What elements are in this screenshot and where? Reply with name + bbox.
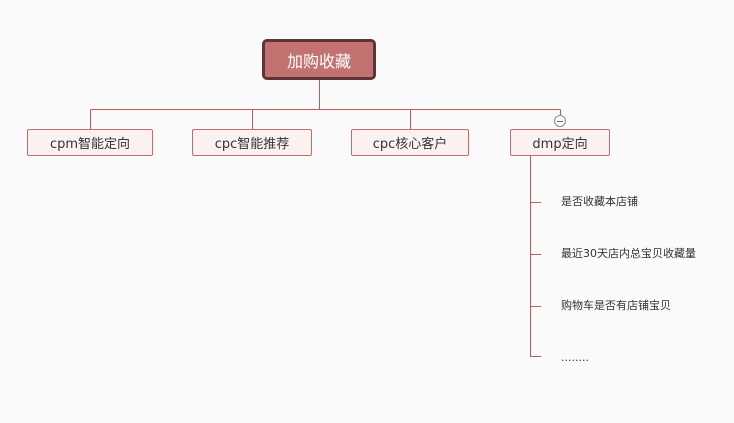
topic-cpm-smart-targeting[interactable]: cpm智能定向 [27, 129, 153, 156]
topic-label: cpc智能推荐 [214, 137, 290, 152]
topic-label: dmp定向 [532, 137, 588, 152]
topic-dmp-targeting[interactable]: dmp定向 [510, 129, 610, 156]
subtopic-item[interactable]: 购物车是否有店铺宝贝 [561, 299, 671, 312]
topic-cpc-core-customers[interactable]: cpc核心客户 [351, 129, 469, 156]
collapse-toggle-icon[interactable] [554, 115, 566, 127]
topic-cpc-smart-recommend[interactable]: cpc智能推荐 [192, 129, 312, 156]
root-topic[interactable]: 加购收藏 [262, 39, 376, 80]
topic-label: cpc核心客户 [372, 137, 448, 152]
subtopic-item[interactable]: ........ [561, 351, 589, 364]
topic-label: cpm智能定向 [49, 137, 131, 152]
root-topic-label: 加购收藏 [286, 51, 351, 71]
subtopic-item[interactable]: 是否收藏本店铺 [561, 195, 638, 208]
subtopic-item[interactable]: 最近30天店内总宝贝收藏量 [561, 247, 696, 260]
